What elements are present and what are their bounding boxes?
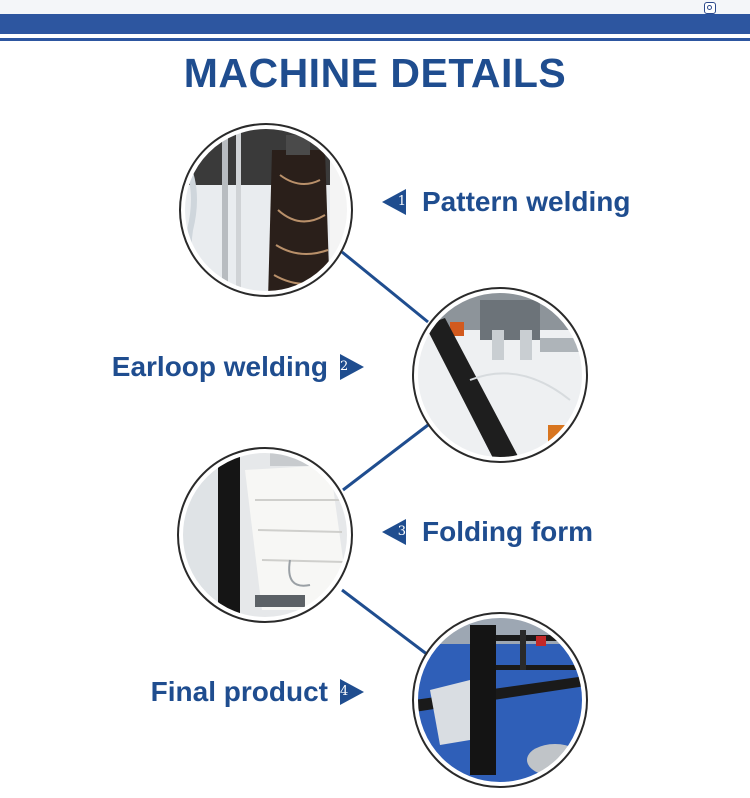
detail-item-earloop-welding: Earloop welding 2	[112, 347, 364, 387]
connector-line-3-4	[341, 588, 429, 657]
connector-line-2-3	[342, 423, 429, 492]
brand-logo-icon	[704, 2, 716, 14]
top-strip	[0, 0, 750, 14]
detail-number: 4	[340, 684, 349, 699]
photo-earloop-welding	[416, 291, 584, 459]
detail-item-final-product: Final product 4	[151, 672, 364, 712]
triangle-marker-icon: 2	[338, 354, 364, 380]
detail-item-folding-form: 3 Folding form	[382, 512, 593, 552]
header-rule	[0, 38, 750, 41]
detail-label: Pattern welding	[422, 186, 631, 217]
detail-label: Folding form	[422, 516, 594, 547]
header-band	[0, 14, 750, 34]
connector-line-1-2	[341, 250, 429, 324]
detail-number: 2	[340, 359, 349, 374]
photo-folding-form	[181, 451, 349, 619]
detail-label: Earloop welding	[111, 351, 328, 382]
triangle-marker-icon: 1	[382, 189, 408, 215]
detail-label: Final product	[150, 676, 328, 707]
detail-number: 3	[397, 524, 406, 539]
connector-lines	[341, 250, 429, 657]
triangle-marker-icon: 3	[382, 519, 408, 545]
triangle-marker-icon: 4	[338, 679, 364, 705]
detail-item-pattern-welding: 1 Pattern welding	[382, 182, 630, 222]
page-title: MACHINE DETAILS	[183, 50, 567, 96]
detail-number: 1	[397, 194, 406, 209]
